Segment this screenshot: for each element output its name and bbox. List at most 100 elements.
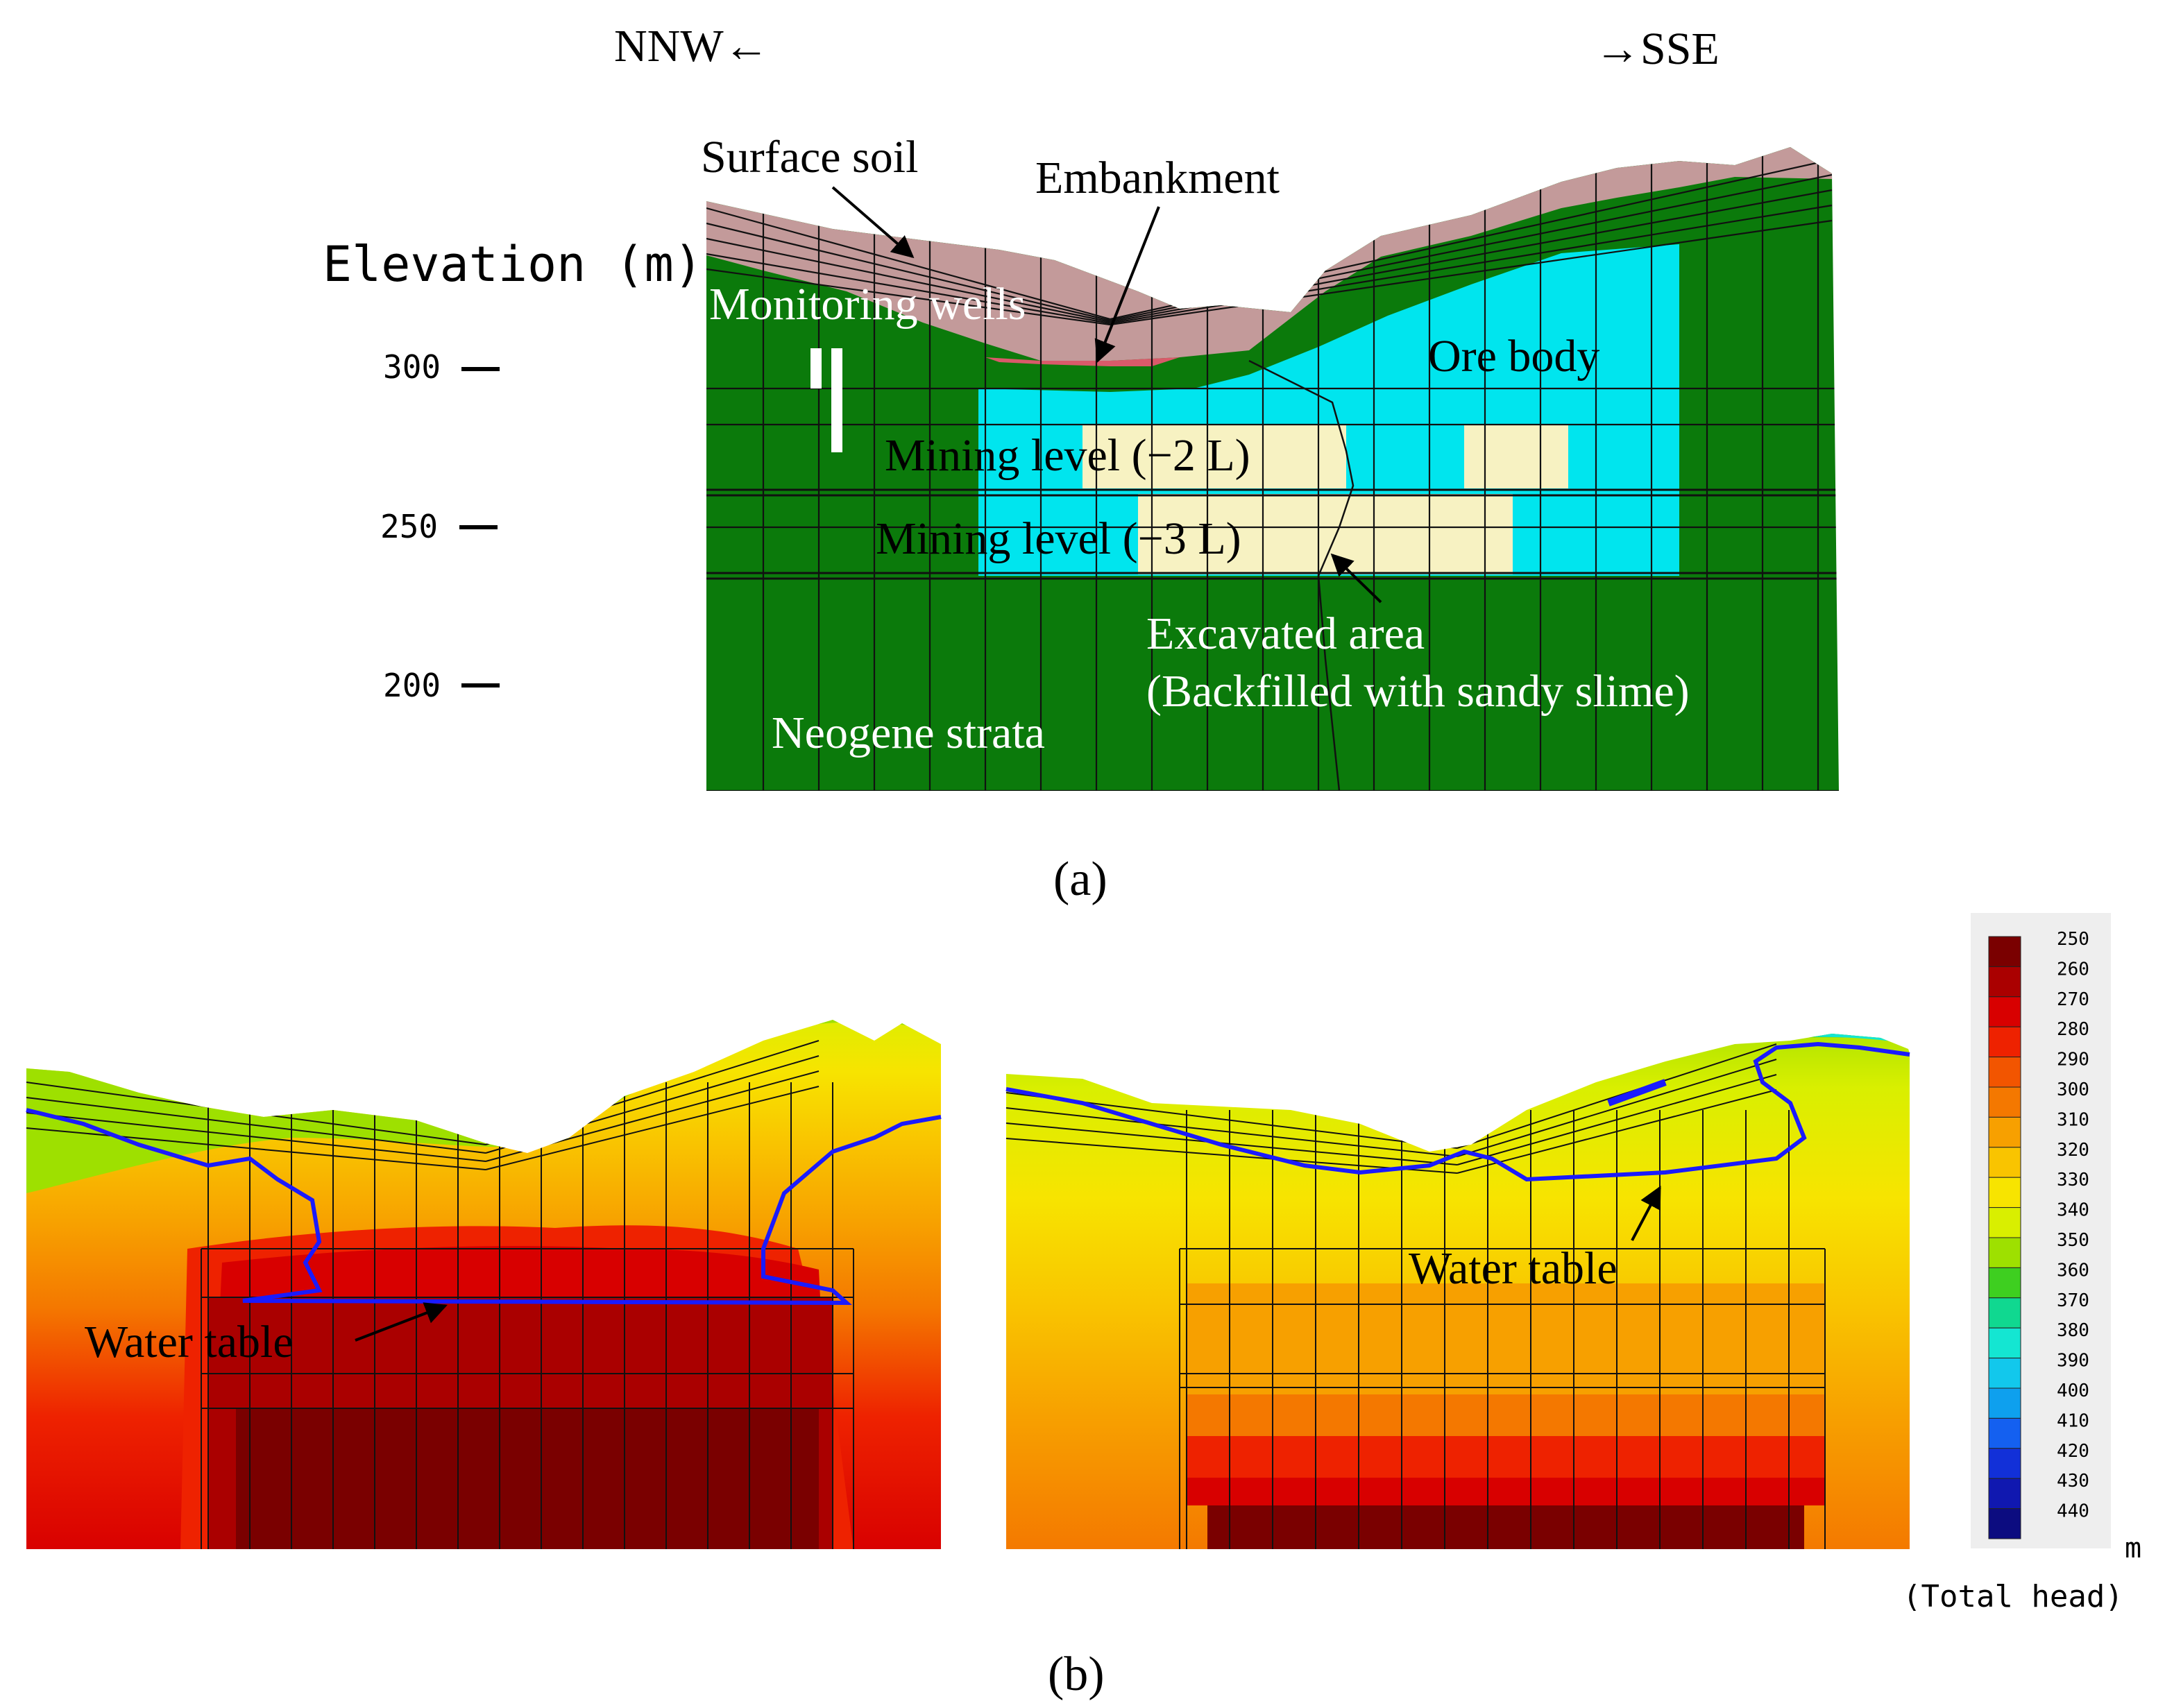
- mesh-line: [1457, 1043, 1777, 1149]
- legend-label-340: 340: [2057, 1200, 2089, 1221]
- label-monitoring-wells: Monitoring wells: [709, 279, 1026, 330]
- finite-element-mesh-right: [1006, 1043, 1826, 1549]
- monitoring-wells: [810, 348, 842, 452]
- panel-a: NNW← →SSE Elevation (m) 300 250 200: [323, 21, 1839, 906]
- legend-swatch-440: [1988, 1508, 2021, 1539]
- ore-body: [978, 244, 1679, 576]
- mesh-line: [1006, 1107, 1458, 1157]
- elevation-tick-label-250: 250: [380, 508, 438, 545]
- mesh-line: [1457, 1089, 1777, 1174]
- mesh-line: [706, 237, 1111, 323]
- contour-band-red-right: [1187, 1436, 1825, 1478]
- monitoring-well-1: [810, 348, 822, 388]
- legend-swatch-390: [1988, 1358, 2021, 1389]
- legend-label-320: 320: [2057, 1140, 2089, 1161]
- contour-band-orange-right: [1187, 1283, 1825, 1394]
- legend-label-250: 250: [2057, 929, 2089, 950]
- contour-band-maroon: [236, 1408, 819, 1549]
- legend-swatch-380: [1988, 1327, 2021, 1359]
- mesh-line: [706, 222, 1111, 322]
- elevation-tick-label-200: 200: [383, 667, 441, 704]
- panel-b-right: Water table: [1005, 1034, 1910, 1549]
- caption-b: (b): [1048, 1648, 1105, 1701]
- contour-band-darkred-right: [1187, 1478, 1825, 1505]
- direction-left: NNW←: [614, 21, 770, 71]
- water-table-right-segment: [1607, 1079, 1667, 1107]
- legend-label-420: 420: [2057, 1441, 2089, 1462]
- water-table-right: [1005, 1041, 1910, 1182]
- excavated-area-2L-east: [1464, 425, 1568, 488]
- label-neogene-strata: Neogene strata: [772, 708, 1045, 758]
- legend-swatch-300: [1988, 1086, 2021, 1118]
- legend-label-430: 430: [2057, 1471, 2089, 1492]
- legend-swatch-280: [1988, 1026, 2021, 1058]
- legend-swatch-400: [1988, 1387, 2021, 1419]
- legend-label-310: 310: [2057, 1109, 2089, 1130]
- label-excavated-area: Excavated area: [1146, 608, 1425, 659]
- legend-swatch-360: [1988, 1267, 2021, 1299]
- mesh-line: [1457, 1059, 1777, 1157]
- label-excavated-area-note: (Backfilled with sandy slime): [1146, 666, 1690, 717]
- label-surface-soil: Surface soil: [701, 132, 918, 182]
- legend-swatch-420: [1988, 1448, 2021, 1479]
- elevation-axis-label: Elevation (m): [323, 236, 703, 293]
- legend-swatch-350: [1988, 1237, 2021, 1268]
- mesh-line: [1457, 1074, 1777, 1165]
- label-water-table-right: Water table: [1409, 1243, 1618, 1294]
- legend-label-380: 380: [2057, 1320, 2089, 1341]
- mesh-line: [706, 253, 1111, 325]
- legend-swatch-330: [1988, 1177, 2021, 1209]
- arrow-water-table-left: [355, 1302, 448, 1342]
- legend-label-360: 360: [2057, 1260, 2089, 1281]
- label-ore-body: Ore body: [1428, 331, 1599, 382]
- water-table-left: [26, 1108, 942, 1306]
- elevation-axis: 300 250 200: [380, 348, 500, 704]
- legend-label-300: 300: [2057, 1079, 2089, 1100]
- label-water-table-left: Water table: [85, 1317, 294, 1367]
- mesh-line: [26, 1112, 486, 1162]
- legend-swatch-430: [1988, 1478, 2021, 1510]
- legend-label-260: 260: [2057, 959, 2089, 980]
- legend-swatch-310: [1988, 1116, 2021, 1148]
- mesh-line: [706, 268, 1111, 326]
- caption-a: (a): [1053, 853, 1107, 906]
- finite-element-mesh-left: [26, 1040, 854, 1549]
- mesh-line: [1006, 1122, 1458, 1165]
- legend-title: (Total head): [1903, 1579, 2123, 1614]
- legend-swatch-370: [1988, 1297, 2021, 1329]
- legend-label-400: 400: [2057, 1381, 2089, 1401]
- arrow-water-table-right: [1631, 1186, 1661, 1241]
- mesh-line: [26, 1097, 486, 1154]
- legend-label-330: 330: [2057, 1170, 2089, 1190]
- legend-label-290: 290: [2057, 1050, 2089, 1070]
- legend-label-390: 390: [2057, 1351, 2089, 1372]
- mesh-line: [485, 1086, 820, 1170]
- legend-swatches: [1988, 936, 2021, 1539]
- legend-value-labels: 2502602702802903003103203303403503603703…: [2057, 929, 2089, 1522]
- monitoring-well-2: [831, 348, 842, 452]
- mesh-line: [706, 207, 1111, 321]
- excavation-boundary: [1248, 359, 1355, 791]
- legend-swatch-340: [1988, 1207, 2021, 1238]
- label-mining-level-3: Mining level (−3 L): [876, 513, 1241, 564]
- head-contours-left: [26, 1020, 941, 1549]
- legend-label-410: 410: [2057, 1410, 2089, 1431]
- panel-b-left: Water table: [26, 1020, 942, 1549]
- legend-swatch-410: [1988, 1417, 2021, 1449]
- total-head-legend: 2502602702802903003103203303403503603703…: [1903, 913, 2141, 1614]
- legend-label-350: 350: [2057, 1230, 2089, 1251]
- legend-label-440: 440: [2057, 1501, 2089, 1522]
- legend-unit: m: [2125, 1532, 2141, 1564]
- arrow-surface-soil: [831, 186, 915, 259]
- contour-band-maroon-right: [1207, 1505, 1804, 1549]
- legend-swatch-270: [1988, 996, 2021, 1027]
- legend-swatch-290: [1988, 1057, 2021, 1088]
- excavated-area-2L: [1082, 425, 1346, 488]
- legend-swatch-250: [1988, 936, 2021, 967]
- mesh-line: [26, 1127, 486, 1170]
- legend-swatch-320: [1988, 1147, 2021, 1178]
- elevation-tick-label-300: 300: [383, 348, 441, 386]
- mesh-line: [1006, 1138, 1458, 1174]
- head-contours-right: [1006, 1034, 1910, 1549]
- legend-swatch-260: [1988, 966, 2021, 998]
